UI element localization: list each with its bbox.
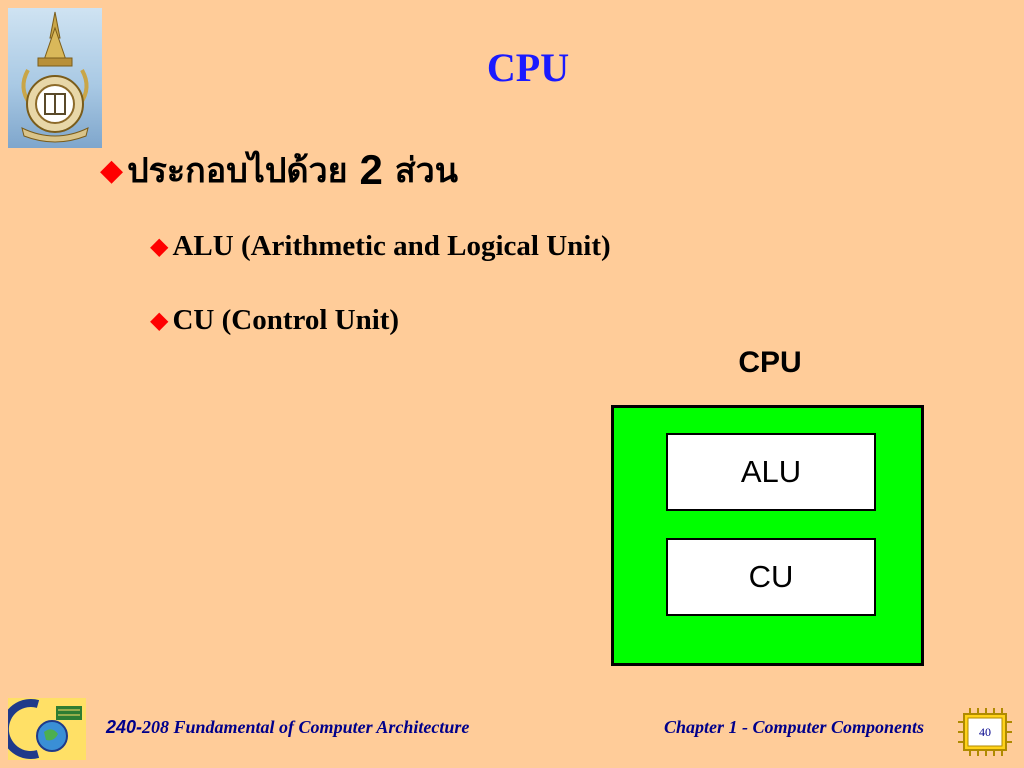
- slide-title: CPU: [486, 45, 570, 90]
- bullet-main-number: 2: [359, 146, 383, 193]
- university-seal-icon: [8, 8, 102, 148]
- faculty-globe-logo-icon: [8, 698, 86, 760]
- bullet-main-suffix: ส่วน: [394, 151, 458, 191]
- diamond-bullet-icon: ◆: [150, 233, 169, 260]
- alu-box: ALU: [666, 433, 876, 511]
- sub-bullet-alu: ◆ ALU (Arithmetic and Logical Unit): [150, 226, 611, 266]
- page-number: 40: [979, 724, 991, 739]
- bullet-main-text: ประกอบไปด้วย: [127, 151, 348, 191]
- cpu-diagram-label: CPU: [738, 346, 802, 379]
- diamond-bullet-icon: ◆: [100, 153, 124, 187]
- chip-badge-icon: 40: [958, 708, 1012, 756]
- sub-bullet-alu-text: ALU (Arithmetic and Logical Unit): [172, 229, 611, 262]
- cu-box: CU: [666, 538, 876, 616]
- footer-course-title: 208 Fundamental of Computer Architecture: [142, 717, 470, 737]
- footer-chapter: Chapter 1 - Computer Components: [664, 717, 925, 737]
- bullet-main: ◆ ประกอบไปด้วย 2 ส่วน: [100, 142, 458, 198]
- sub-bullet-cu-text: CU (Control Unit): [172, 303, 400, 336]
- cpu-diagram-box: ALU CU: [611, 405, 924, 666]
- footer-course: 240-208 Fundamental of Computer Architec…: [106, 717, 469, 738]
- sub-bullet-cu: ◆ CU (Control Unit): [150, 300, 399, 340]
- diamond-bullet-icon: ◆: [150, 307, 169, 334]
- footer-course-number: 240-: [106, 717, 143, 737]
